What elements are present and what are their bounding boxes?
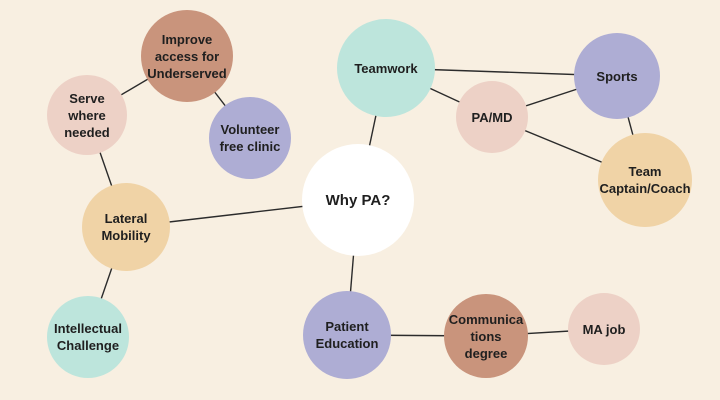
node-label-lateral-mobility: Lateral Mobility	[101, 211, 151, 243]
node-label-patient-education: Patient Education	[315, 319, 379, 351]
node-intellectual-challenge: Intellectual Challenge	[47, 296, 129, 378]
node-team-captain: Team Captain/Coach	[598, 133, 692, 227]
node-serve-where-needed: Serve where needed	[47, 75, 127, 155]
node-label-intellectual-challenge: Intellectual Challenge	[54, 321, 122, 353]
node-label-sports: Sports	[596, 68, 638, 84]
node-why-pa: Why PA?	[302, 144, 414, 256]
node-volunteer-clinic: Volunteer free clinic	[209, 97, 291, 179]
node-label-teamwork: Teamwork	[354, 60, 418, 76]
node-ma-job: MA job	[568, 293, 640, 365]
node-lateral-mobility: Lateral Mobility	[82, 183, 170, 271]
node-teamwork: Teamwork	[337, 19, 435, 117]
node-improve-access: Improve access for Underserved	[141, 10, 233, 102]
node-label-pa-md: PA/MD	[471, 109, 513, 125]
node-label-ma-job: MA job	[582, 321, 626, 337]
node-patient-education: Patient Education	[303, 291, 391, 379]
node-label-team-captain: Team Captain/Coach	[599, 164, 691, 196]
node-pa-md: PA/MD	[456, 81, 528, 153]
node-label-volunteer-clinic: Volunteer free clinic	[219, 122, 281, 154]
node-label-communications-degree: Communica tions degree	[448, 311, 524, 361]
node-label-serve-where-needed: Serve where needed	[64, 90, 110, 140]
node-communications-degree: Communica tions degree	[444, 294, 528, 378]
node-sports: Sports	[574, 33, 660, 119]
node-label-why-pa: Why PA?	[325, 191, 391, 209]
node-label-improve-access: Improve access for Underserved	[147, 31, 227, 81]
